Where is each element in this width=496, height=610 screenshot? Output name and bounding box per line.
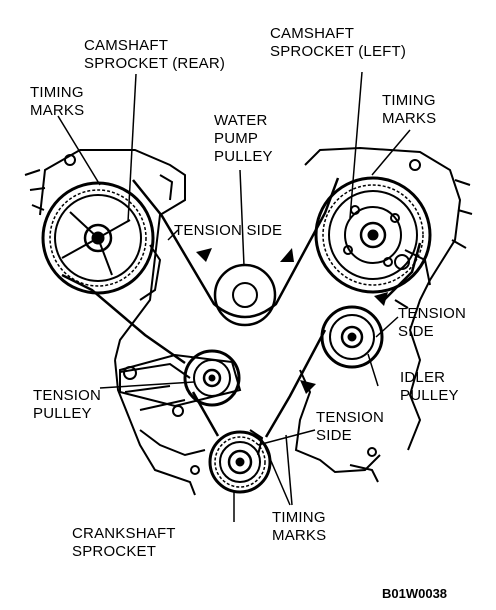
tension-side-arrows bbox=[196, 248, 388, 394]
label-line: TENSION bbox=[398, 305, 466, 322]
label-line: SPROCKET (LEFT) bbox=[270, 43, 406, 60]
figure-code: B01W0038 bbox=[382, 586, 447, 601]
label-water-pump-pulley: WATER PUMP PULLEY bbox=[214, 112, 273, 165]
label-timing-marks-left: TIMING MARKS bbox=[30, 84, 88, 119]
label-line: MARKS bbox=[272, 527, 326, 544]
label-line: TIMING bbox=[30, 84, 84, 101]
label-line: TENSION bbox=[316, 409, 384, 426]
label-line: CAMSHAFT bbox=[84, 37, 168, 54]
label-line: PULLEY bbox=[33, 405, 92, 422]
label-timing-marks-bottom: TIMING MARKS bbox=[272, 509, 330, 544]
label-crankshaft-sprocket: CRANKSHAFT SPROCKET bbox=[72, 525, 180, 560]
label-line: SPROCKET (REAR) bbox=[84, 55, 225, 72]
label-line: TENSION SIDE bbox=[174, 222, 282, 239]
label-line: MARKS bbox=[30, 102, 84, 119]
water-pump-pulley bbox=[213, 263, 277, 327]
label-tension-side-right: TENSION SIDE bbox=[398, 305, 470, 340]
idler-pulley bbox=[320, 305, 384, 369]
camshaft-sprocket-left bbox=[314, 176, 432, 294]
label-line: PULLEY bbox=[214, 148, 273, 165]
label-tension-pulley: TENSION PULLEY bbox=[33, 387, 105, 422]
label-line: CAMSHAFT bbox=[270, 25, 354, 42]
label-line: SPROCKET bbox=[72, 543, 156, 560]
label-line: WATER bbox=[214, 112, 268, 129]
label-line: TIMING bbox=[382, 92, 436, 109]
label-timing-marks-right: TIMING MARKS bbox=[382, 92, 440, 127]
label-camshaft-sprocket-left: CAMSHAFT SPROCKET (LEFT) bbox=[270, 25, 406, 60]
leader-lines bbox=[57, 71, 411, 522]
label-tension-side-lower: TENSION SIDE bbox=[316, 409, 388, 444]
timing-belt bbox=[61, 177, 422, 438]
engine-block-outline bbox=[24, 146, 473, 496]
block-bolt-holes bbox=[64, 154, 421, 475]
label-line: CRANKSHAFT bbox=[72, 525, 175, 542]
crankshaft-sprocket bbox=[208, 430, 272, 494]
label-line: TIMING bbox=[272, 509, 326, 526]
label-line: TENSION bbox=[33, 387, 101, 404]
label-line: PULLEY bbox=[400, 387, 459, 404]
arrow-icon bbox=[300, 380, 316, 394]
label-line: SIDE bbox=[316, 427, 352, 444]
label-line: MARKS bbox=[382, 110, 436, 127]
arrow-icon bbox=[196, 248, 212, 262]
label-tension-side-top: TENSION SIDE bbox=[174, 222, 282, 239]
camshaft-sprocket-rear bbox=[41, 181, 155, 295]
label-camshaft-sprocket-rear: CAMSHAFT SPROCKET (REAR) bbox=[84, 37, 225, 72]
tension-pulley bbox=[119, 349, 242, 408]
label-line: PUMP bbox=[214, 130, 258, 147]
arrow-icon bbox=[374, 292, 388, 306]
label-line: SIDE bbox=[398, 323, 434, 340]
arrow-icon bbox=[280, 248, 294, 262]
label-line: IDLER bbox=[400, 369, 445, 386]
label-idler-pulley: IDLER PULLEY bbox=[400, 369, 459, 404]
